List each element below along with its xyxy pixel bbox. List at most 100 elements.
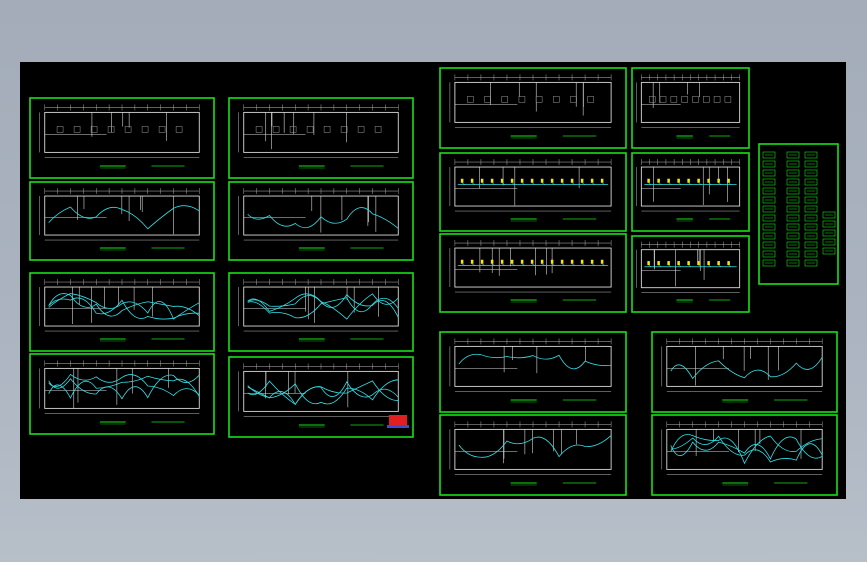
drawing-sheet[interactable] (228, 97, 414, 179)
wiring-run (670, 434, 823, 465)
legend-symbol (804, 160, 818, 168)
drawing-sheet[interactable] (651, 331, 838, 413)
wiring-run (247, 293, 399, 318)
cad-model-space (29, 67, 839, 496)
wiring-run (458, 435, 612, 458)
legend-symbol (822, 238, 836, 246)
legend-symbol (804, 151, 818, 159)
light-fixture (550, 178, 554, 183)
light-fixture (647, 261, 650, 266)
light-fixture (540, 178, 544, 183)
drawing-sheet[interactable] (228, 181, 414, 261)
drawing-sheet[interactable] (29, 181, 215, 261)
drawing-sheet[interactable] (439, 67, 627, 149)
floor-plan (238, 363, 399, 417)
light-fixture (560, 178, 564, 183)
light-fixture (570, 178, 574, 183)
drawing-sheet[interactable] (439, 414, 627, 496)
legend-symbol (804, 223, 818, 231)
drawing-sheet[interactable] (29, 97, 215, 179)
light-fixture (667, 261, 670, 266)
legend-symbol (762, 187, 776, 195)
floor-plan (636, 74, 741, 128)
wiring-run (247, 380, 399, 405)
wiring-run (670, 356, 823, 380)
light-fixture (520, 178, 524, 183)
legend-symbol (822, 220, 836, 228)
drawing-sheet[interactable] (29, 272, 215, 352)
floor-plan (449, 74, 612, 128)
light-fixture (490, 178, 494, 183)
drawing-sheet[interactable] (439, 233, 627, 313)
drawing-sheet[interactable] (439, 152, 627, 232)
wiring-run (48, 375, 200, 399)
legend-symbol (786, 196, 800, 204)
legend-symbol (804, 259, 818, 267)
light-fixture (530, 178, 534, 183)
light-fixture (707, 178, 710, 183)
legend-symbol (804, 178, 818, 186)
light-fixture (480, 178, 484, 183)
light-fixture (707, 261, 710, 266)
light-fixture (590, 178, 594, 183)
drawing-sheet[interactable] (439, 331, 627, 413)
light-fixture (687, 261, 690, 266)
drawing-sheet[interactable] (631, 235, 750, 313)
floor-plan (449, 159, 612, 212)
light-fixture (717, 178, 720, 183)
legend-symbol (786, 151, 800, 159)
legend-symbol (762, 169, 776, 177)
light-fixture (480, 259, 484, 264)
light-fixture (697, 178, 700, 183)
floor-plan (39, 188, 200, 241)
floor-plan (238, 104, 399, 158)
drawing-sheet[interactable] (228, 356, 414, 438)
floor-plan (449, 421, 612, 475)
light-fixture (470, 178, 474, 183)
light-fixture (647, 178, 650, 183)
legend-symbol (786, 232, 800, 240)
legend-symbol (762, 241, 776, 249)
legend-symbol (786, 259, 800, 267)
floor-plan (661, 421, 823, 475)
wiring-run (458, 353, 612, 370)
light-fixture (570, 259, 574, 264)
legend-symbol (786, 241, 800, 249)
light-fixture (560, 259, 564, 264)
legend-symbol (786, 205, 800, 213)
legend-symbol (804, 205, 818, 213)
light-fixture (580, 178, 584, 183)
legend-symbol (804, 187, 818, 195)
legend-symbol (786, 187, 800, 195)
legend-symbol (786, 160, 800, 168)
legend-symbol (804, 214, 818, 222)
light-fixture (717, 261, 720, 266)
floor-plan (238, 279, 399, 332)
legend-symbol (786, 178, 800, 186)
light-fixture (540, 259, 544, 264)
light-fixture (550, 259, 554, 264)
light-fixture (657, 261, 660, 266)
legend-symbol (762, 178, 776, 186)
legend-symbol (762, 259, 776, 267)
light-fixture (727, 261, 730, 266)
drawing-sheet[interactable] (651, 414, 838, 496)
drawing-sheet[interactable] (631, 67, 750, 149)
light-fixture (687, 178, 690, 183)
legend-symbol (762, 214, 776, 222)
legend-symbol (762, 196, 776, 204)
drawing-sheet[interactable] (228, 272, 414, 352)
wiring-run (247, 207, 399, 229)
drawing-sheet[interactable] (29, 353, 215, 435)
legend-symbol (804, 241, 818, 249)
legend-symbol (762, 223, 776, 231)
light-fixture (727, 178, 730, 183)
cad-drawing-canvas[interactable] (20, 62, 846, 499)
legend-symbol (822, 247, 836, 255)
legend-sheet[interactable] (758, 143, 839, 285)
light-fixture (460, 178, 464, 183)
light-fixture (580, 259, 584, 264)
wiring-run (247, 381, 399, 406)
drawing-sheet[interactable] (631, 152, 750, 232)
legend-symbol (786, 214, 800, 222)
